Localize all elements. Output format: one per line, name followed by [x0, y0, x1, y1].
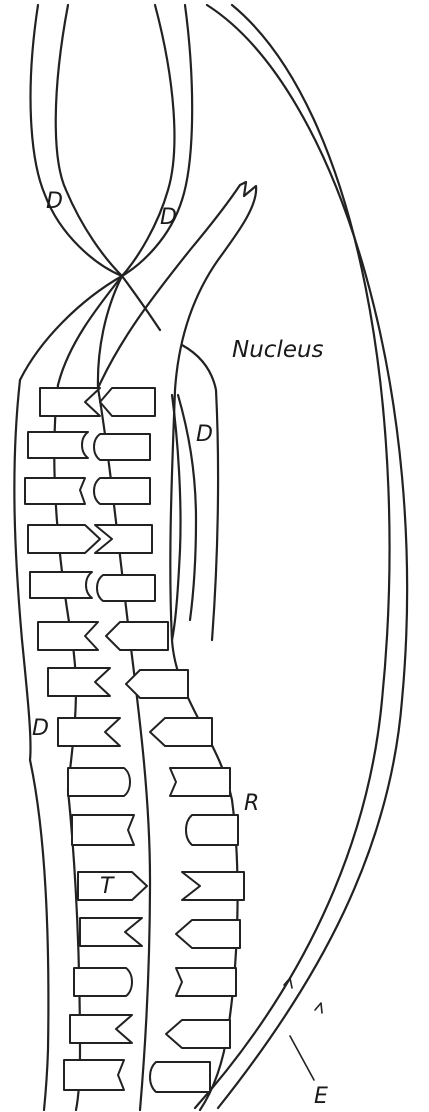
label-nucleus: Nucleus	[232, 337, 324, 363]
side-dna-loop	[172, 345, 218, 640]
base-pairs	[25, 388, 244, 1092]
label-d-side: D	[196, 422, 213, 447]
label-d-left: D	[32, 716, 49, 741]
label-e: E	[314, 1084, 328, 1109]
label-r: R	[244, 791, 259, 816]
label-d-top-right: D	[160, 205, 177, 230]
label-d-top-left: D	[46, 189, 63, 214]
label-t: T	[100, 874, 115, 899]
label-e-pointer	[290, 1036, 314, 1080]
